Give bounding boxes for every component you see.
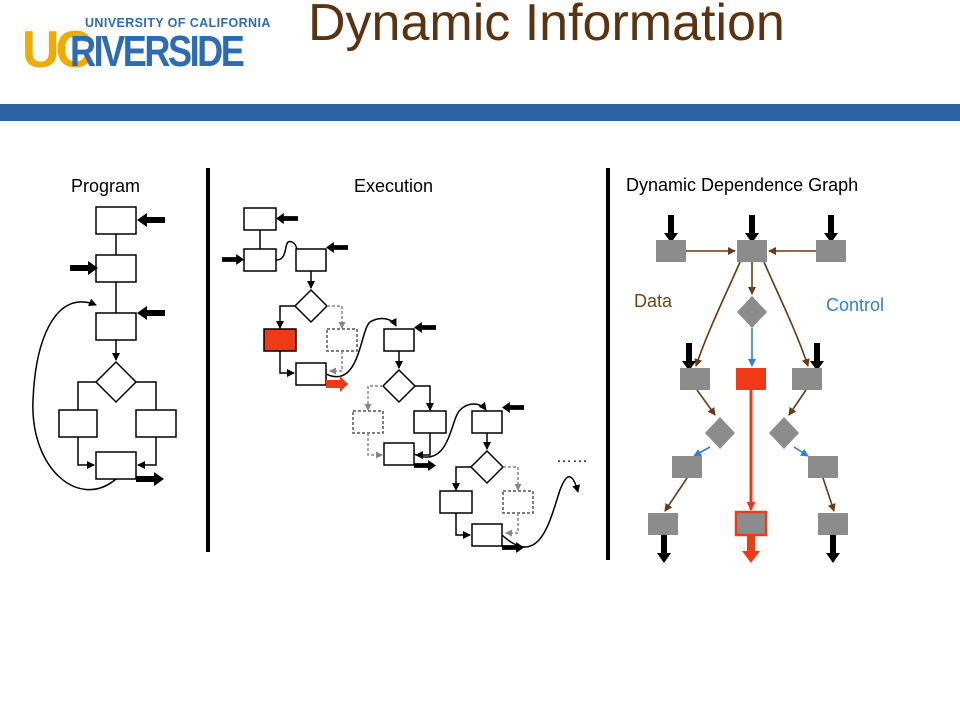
ddg-input-arrow-4 <box>682 343 696 371</box>
ddg-output-arrow-1 <box>657 535 671 563</box>
logo-uc-text: UC <box>22 21 93 79</box>
program-block-left <box>58 409 98 438</box>
ddg-input-arrow-3 <box>824 215 838 243</box>
program-input-arrow-3 <box>137 306 165 320</box>
execution-output-arrow-1 <box>414 460 436 471</box>
header-bar <box>0 104 960 121</box>
ddg-output-arrow-3 <box>826 535 840 563</box>
ddg-node-bottom-highlight <box>734 510 768 537</box>
ddg-input-arrow-5 <box>810 343 824 371</box>
program-block-join <box>95 451 137 480</box>
execution-input-arrow-1 <box>276 213 298 224</box>
execution-input-arrow-4 <box>414 322 436 333</box>
logo-university-text: UNIVERSITY OF CALIFORNIA <box>85 16 271 30</box>
execution-unexecuted-paths <box>326 305 534 537</box>
program-block-2 <box>95 254 137 283</box>
execution-label: Execution <box>354 176 433 196</box>
ddg-node-bottom-left <box>648 513 678 535</box>
ddg-output-arrow-highlight <box>742 535 760 563</box>
execution-trace <box>243 207 581 548</box>
dependence-graph <box>648 215 848 563</box>
program-block-3 <box>95 312 137 341</box>
ddg-node-mid-highlight <box>736 368 766 390</box>
ddg-node-top-right <box>816 240 846 262</box>
ddg-node-branch-right <box>769 417 799 449</box>
dependence-graph-label: Dynamic Dependence Graph <box>626 175 858 195</box>
program-output-arrow <box>136 472 164 486</box>
program-input-arrow-2 <box>70 261 98 275</box>
program-block-right <box>135 409 177 438</box>
ddg-node-bottom-right <box>818 513 848 535</box>
ddg-input-arrow-1 <box>664 215 678 243</box>
execution-input-arrow-5 <box>502 402 524 413</box>
ddg-node-top-mid <box>737 240 767 262</box>
execution-input-arrow-2 <box>222 254 244 265</box>
ddg-input-arrow-2 <box>745 215 759 243</box>
program-branch-diamond <box>94 360 138 404</box>
program-label: Program <box>71 176 140 196</box>
ddg-node-branch-left <box>705 417 735 449</box>
ddg-node-mid-left <box>680 368 710 390</box>
ddg-node-branch <box>737 296 767 328</box>
logo-riverside-text: RIVERSIDE <box>70 27 245 76</box>
execution-highlight-arrow <box>326 376 348 392</box>
ddg-node-low-left <box>672 456 702 478</box>
slide-title: Dynamic Information <box>308 0 785 52</box>
execution-ellipsis: …… <box>556 449 588 466</box>
ddg-node-top-left <box>656 240 686 262</box>
program-block-1 <box>95 206 137 235</box>
ddg-node-mid-right <box>792 368 822 390</box>
execution-input-arrow-3 <box>326 242 348 253</box>
control-edge-label: Control <box>826 295 884 315</box>
ddg-node-low-right <box>808 456 838 478</box>
ucr-logo: UNIVERSITY OF CALIFORNIA UC RIVERSIDE <box>22 16 270 80</box>
data-edge-label: Data <box>634 291 673 311</box>
program-input-arrow-1 <box>137 213 165 227</box>
program-flowchart <box>32 206 177 491</box>
